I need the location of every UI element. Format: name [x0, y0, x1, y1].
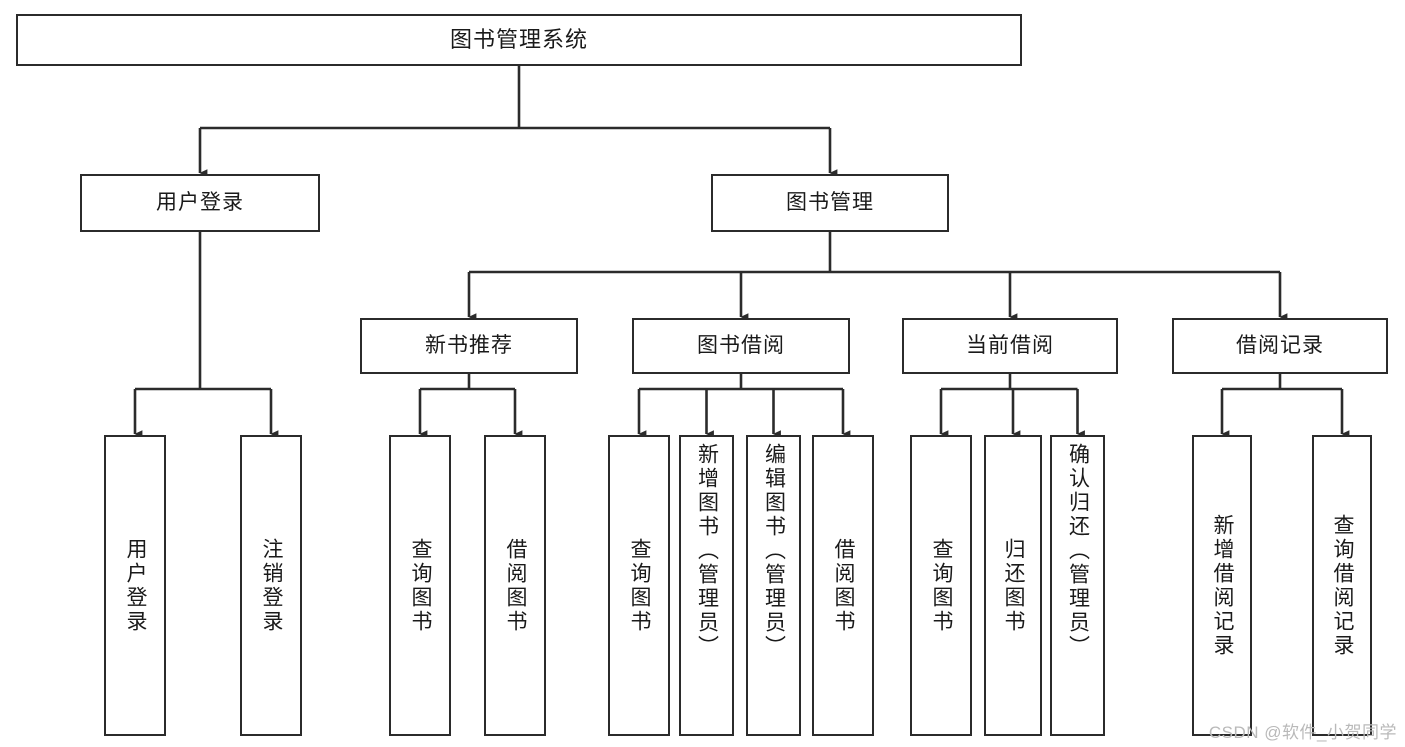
- leaf-return-book[interactable]: 归还图书: [984, 435, 1042, 736]
- node-label: 编辑图书（管理员）: [762, 443, 786, 659]
- node-label: 新增图书（管理员）: [695, 443, 719, 659]
- leaf-query-book-2[interactable]: 查询图书: [608, 435, 670, 736]
- node-label: 查询图书: [930, 537, 954, 634]
- watermark-text: CSDN @软件_小贺同学: [1208, 723, 1397, 742]
- node-root[interactable]: 图书管理系统: [16, 14, 1022, 66]
- node-label: 新书推荐: [425, 333, 513, 357]
- node-label: 新增借阅记录: [1211, 513, 1235, 658]
- leaf-borrow-book-1[interactable]: 借阅图书: [484, 435, 546, 736]
- leaf-borrow-book-2[interactable]: 借阅图书: [812, 435, 874, 736]
- leaf-edit-book-admin[interactable]: 编辑图书（管理员）: [746, 435, 801, 736]
- node-label: 借阅记录: [1236, 333, 1324, 357]
- node-new-book-recommend[interactable]: 新书推荐: [360, 318, 578, 374]
- node-book-management[interactable]: 图书管理: [711, 174, 949, 232]
- node-label: 当前借阅: [966, 333, 1054, 357]
- leaf-add-book-admin[interactable]: 新增图书（管理员）: [679, 435, 734, 736]
- leaf-query-borrow-record[interactable]: 查询借阅记录: [1312, 435, 1372, 736]
- node-label: 查询图书: [409, 537, 433, 634]
- leaf-logout[interactable]: 注销登录: [240, 435, 302, 736]
- leaf-query-book-3[interactable]: 查询图书: [910, 435, 972, 736]
- leaf-query-book-1[interactable]: 查询图书: [389, 435, 451, 736]
- leaf-add-borrow-record[interactable]: 新增借阅记录: [1192, 435, 1252, 736]
- node-label: 查询图书: [628, 537, 652, 634]
- node-user-login[interactable]: 用户登录: [80, 174, 320, 232]
- node-label: 用户登录: [156, 190, 244, 214]
- leaf-confirm-return-admin[interactable]: 确认归还（管理员）: [1050, 435, 1105, 736]
- node-label: 借阅图书: [832, 537, 856, 634]
- node-label: 借阅图书: [504, 537, 528, 634]
- node-label: 确认归还（管理员）: [1066, 443, 1090, 659]
- node-label: 图书管理系统: [449, 27, 588, 53]
- node-current-borrow[interactable]: 当前借阅: [902, 318, 1118, 374]
- node-borrow-record[interactable]: 借阅记录: [1172, 318, 1388, 374]
- node-label: 归还图书: [1002, 537, 1026, 634]
- node-label: 查询借阅记录: [1331, 513, 1355, 658]
- node-book-borrow[interactable]: 图书借阅: [632, 318, 850, 374]
- node-label: 图书管理: [786, 190, 874, 214]
- node-label: 图书借阅: [697, 333, 785, 357]
- leaf-user-login[interactable]: 用户登录: [104, 435, 166, 736]
- node-label: 用户登录: [124, 537, 148, 634]
- node-label: 注销登录: [260, 537, 284, 634]
